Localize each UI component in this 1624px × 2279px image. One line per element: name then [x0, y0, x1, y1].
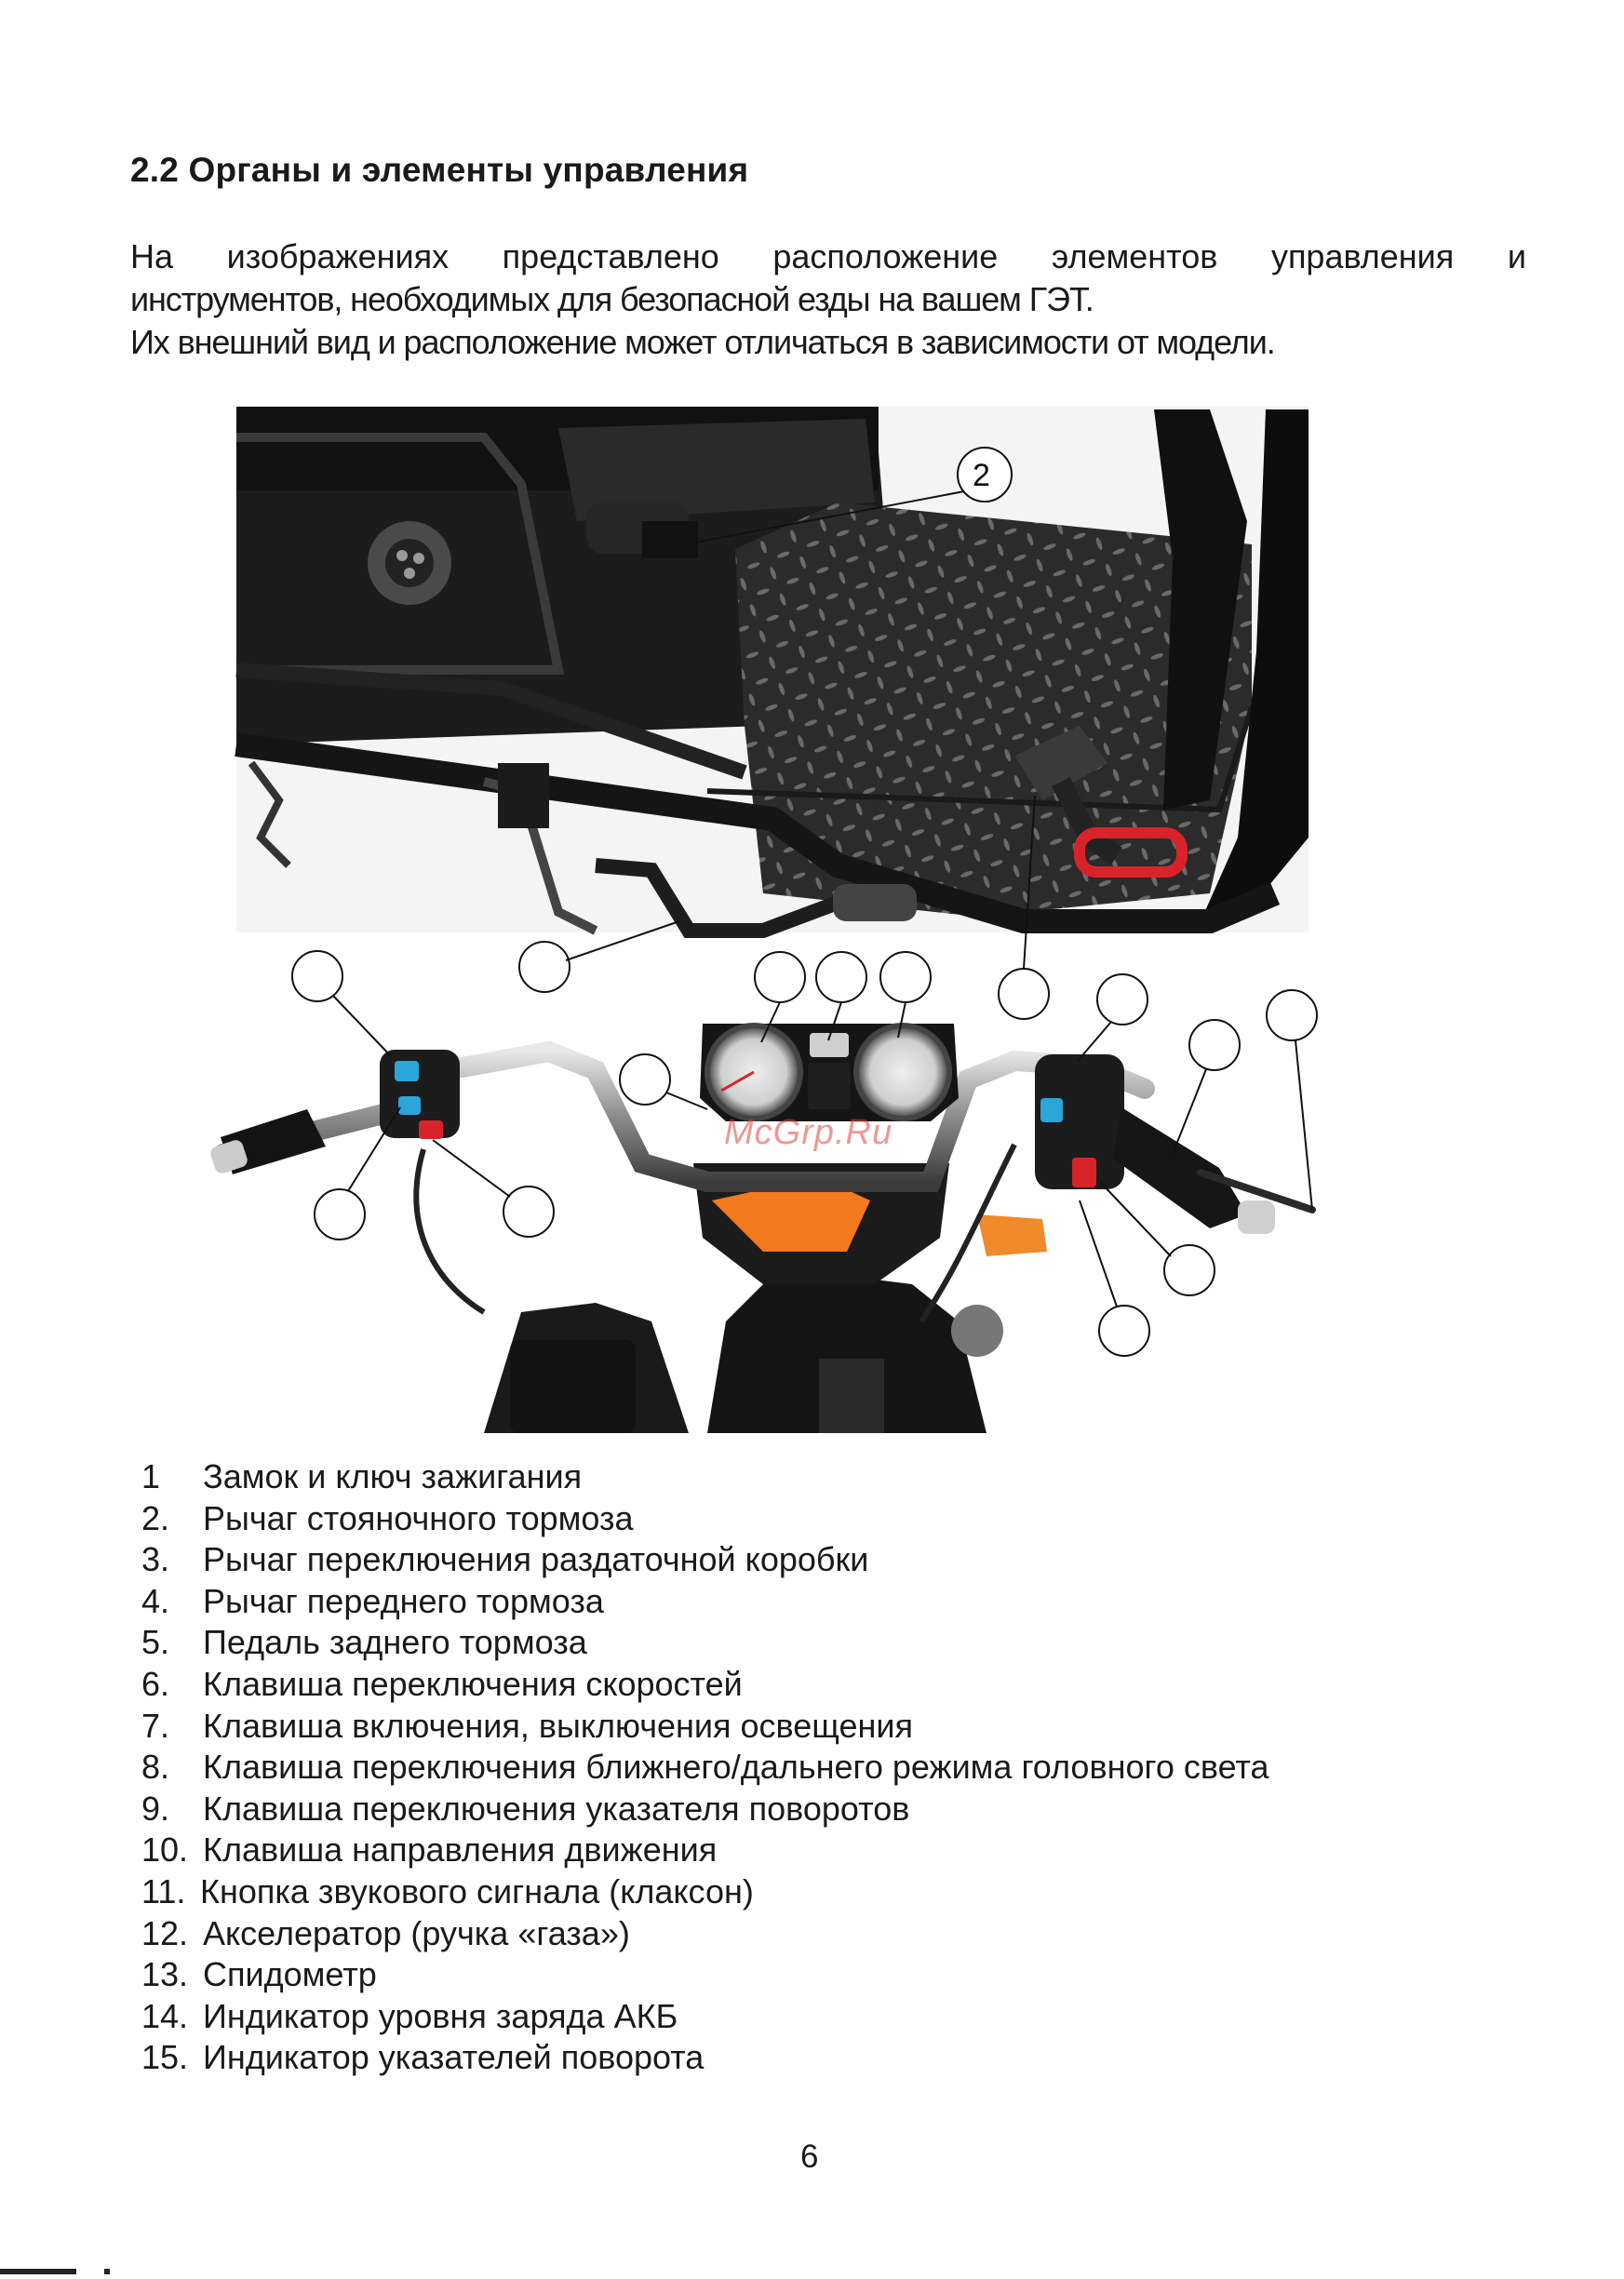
legend-item-7: 7.Клавиша включения, выключения освещени… [141, 1706, 914, 1745]
callout-2-label: 2 [973, 458, 990, 493]
legend-item-11: 11.Кнопка звукового сигнала (клаксон) [141, 1871, 754, 1910]
intro-line-3: Их внешний вид и расположение может отли… [130, 323, 1276, 361]
callout-grip [1188, 1019, 1241, 1071]
callout-left-top [291, 950, 343, 1002]
callout-parking-area [518, 941, 570, 993]
legend-item-9: 9.Клавиша переключения указателя поворот… [141, 1789, 910, 1828]
legend-item-5: 5.Педаль заднего тормоза [141, 1623, 587, 1662]
callout-right-top [1096, 973, 1148, 1026]
legend-item-4: 4.Рычаг переднего тормоза [141, 1581, 604, 1620]
callout-left-lever [619, 1053, 671, 1106]
legend-item-13: 13.Спидометр [141, 1955, 377, 1994]
callout-right-bottom [1098, 1305, 1150, 1357]
legend-item-15: 15.Индикатор указателей поворота [141, 2038, 705, 2077]
scan-edge-mark [0, 2269, 76, 2274]
callout-brake-lever [1266, 989, 1318, 1041]
callouts [291, 447, 1318, 1357]
section-heading: 2.2 Органы и элементы управления [130, 151, 749, 189]
callout-left-red [503, 1186, 555, 1238]
legend-item-10: 10.Клавиша направления движения [141, 1830, 718, 1870]
legend-item-3: 3.Рычаг переключения раздаточной коробки [141, 1540, 869, 1579]
page-number: 6 [800, 2138, 819, 2175]
legend-item-2: 2.Рычаг стояночного тормоза [141, 1498, 634, 1537]
callout-left-bottom [314, 1188, 366, 1240]
watermark: McGrp.Ru [724, 1113, 893, 1152]
handlebar-photo [210, 1023, 1316, 1433]
callout-right-red [1163, 1244, 1215, 1296]
callout-pedal [998, 968, 1050, 1020]
intro-line-2: инструментов, необходимых для безопасной… [130, 280, 1094, 318]
callout-2 [957, 447, 1013, 503]
intro-paragraph: На изображениях представлено расположени… [130, 235, 1526, 364]
legend-item-12: 12.Акселератор (ручка «газа») [141, 1913, 630, 1952]
legend-item-14: 14.Индикатор уровня заряда АКБ [141, 1996, 678, 2035]
legend-item-6: 6.Клавиша переключения скоростей [141, 1664, 743, 1703]
callout-battery [815, 951, 867, 1003]
callout-turn-ind [879, 951, 932, 1003]
legend-item-8: 8.Клавиша переключения ближнего/дальнего… [141, 1748, 1269, 1787]
rear-photo [235, 407, 1309, 938]
scan-edge-dot [104, 2269, 110, 2274]
intro-line-1: На изображениях представлено расположени… [130, 237, 1526, 275]
callout-speedo [754, 951, 806, 1003]
